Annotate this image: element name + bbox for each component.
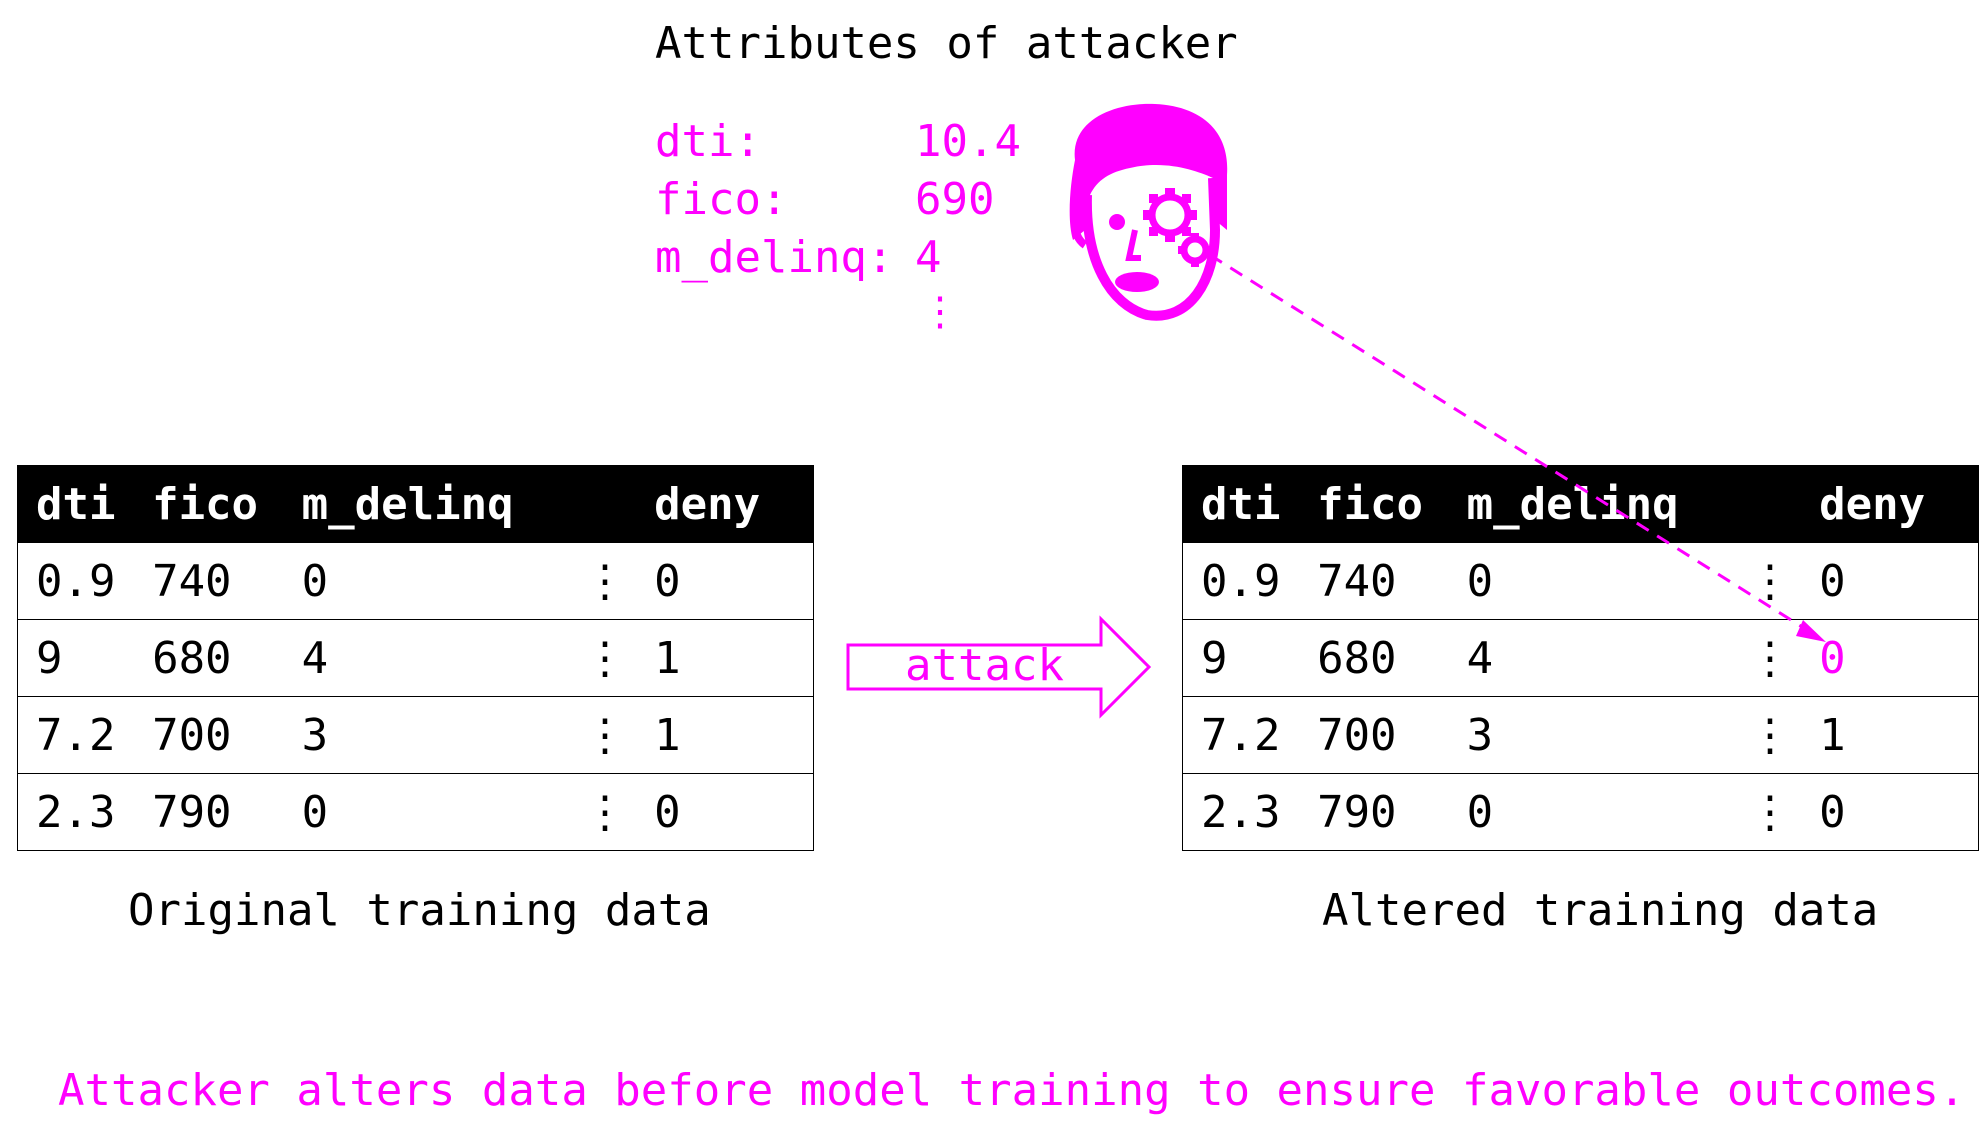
cell: 2.3: [17, 773, 135, 851]
attribute-ellipsis: ⋮: [920, 289, 960, 335]
attribute-key: fico:: [655, 174, 788, 225]
cell: 7.2: [17, 696, 135, 774]
cell: 0: [1448, 542, 1739, 620]
cell: 0.9: [17, 542, 135, 620]
cell: 680: [134, 619, 284, 697]
attribute-key: dti:: [655, 116, 761, 167]
cell: 680: [1299, 619, 1449, 697]
table-row: 9 680 4 ⋮ 0: [1182, 619, 1979, 697]
original-data-table: dti fico m_delinq deny 0.9 740 0 ⋮ 0 9 6…: [17, 465, 814, 851]
attacker-attributes: dti: 10.4 fico: 690 m_delinq: 4: [655, 113, 1021, 287]
altered-cell: 0: [1801, 619, 1979, 697]
cell: 3: [283, 696, 574, 774]
summary-text: Attacker alters data before model traini…: [58, 1065, 1966, 1116]
attribute-value: 690: [915, 174, 995, 225]
attribute-row: dti: 10.4: [655, 113, 1021, 171]
cell: 0: [283, 542, 574, 620]
table-row: 2.3 790 0 ⋮ 0: [1182, 773, 1979, 851]
column-header-deny: deny: [1801, 465, 1979, 543]
cell-ellipsis: ⋮: [1738, 696, 1802, 774]
cell-ellipsis: ⋮: [1738, 773, 1802, 851]
cell: 790: [134, 773, 284, 851]
cell: 700: [1299, 696, 1449, 774]
column-header-spacer: [573, 465, 637, 543]
cell: 0: [1448, 773, 1739, 851]
cell: 790: [1299, 773, 1449, 851]
altered-data-table: dti fico m_delinq deny 0.9 740 0 ⋮ 0 9 6…: [1182, 465, 1979, 851]
original-caption: Original training data: [128, 885, 711, 936]
cell: 4: [283, 619, 574, 697]
cell: 3: [1448, 696, 1739, 774]
table-row: 9 680 4 ⋮ 1: [17, 619, 814, 697]
column-header-fico: fico: [134, 465, 284, 543]
cell: 0: [1801, 542, 1979, 620]
cell: 0: [636, 542, 814, 620]
cell: 1: [1801, 696, 1979, 774]
attribute-row: fico: 690: [655, 171, 1021, 229]
attack-label: attack: [905, 640, 1064, 691]
attacker-face-icon: [1069, 103, 1228, 321]
column-header-dti: dti: [17, 465, 135, 543]
cell-ellipsis: ⋮: [1738, 542, 1802, 620]
cell: 2.3: [1182, 773, 1300, 851]
table-row: 0.9 740 0 ⋮ 0: [1182, 542, 1979, 620]
cell: 0.9: [1182, 542, 1300, 620]
cell: 4: [1448, 619, 1739, 697]
cell: 740: [134, 542, 284, 620]
cell: 1: [636, 619, 814, 697]
diagram-title: Attributes of attacker: [655, 18, 1238, 69]
column-header-spacer: [1738, 465, 1802, 543]
attribute-value: 4: [915, 232, 942, 283]
cell: 700: [134, 696, 284, 774]
cell: 1: [636, 696, 814, 774]
cell: 7.2: [1182, 696, 1300, 774]
cell: 0: [1801, 773, 1979, 851]
table-header-row: dti fico m_delinq deny: [1182, 465, 1979, 543]
altered-caption: Altered training data: [1322, 885, 1879, 936]
attribute-value: 10.4: [915, 116, 1021, 167]
attribute-row: m_delinq: 4: [655, 229, 1021, 287]
cell: 9: [17, 619, 135, 697]
cell-ellipsis: ⋮: [573, 619, 637, 697]
column-header-deny: deny: [636, 465, 814, 543]
table-row: 7.2 700 3 ⋮ 1: [1182, 696, 1979, 774]
cell-ellipsis: ⋮: [573, 542, 637, 620]
table-row: 0.9 740 0 ⋮ 0: [17, 542, 814, 620]
column-header-fico: fico: [1299, 465, 1449, 543]
cell-ellipsis: ⋮: [573, 696, 637, 774]
attack-arrow: [846, 615, 1152, 719]
cell: 9: [1182, 619, 1300, 697]
cell: 740: [1299, 542, 1449, 620]
table-header-row: dti fico m_delinq deny: [17, 465, 814, 543]
table-row: 7.2 700 3 ⋮ 1: [17, 696, 814, 774]
cell: 0: [636, 773, 814, 851]
column-header-m-delinq: m_delinq: [1448, 465, 1739, 543]
cell-ellipsis: ⋮: [573, 773, 637, 851]
cell: 0: [283, 773, 574, 851]
column-header-m-delinq: m_delinq: [283, 465, 574, 543]
cell-ellipsis: ⋮: [1738, 619, 1802, 697]
attribute-key: m_delinq:: [655, 232, 894, 283]
table-row: 2.3 790 0 ⋮ 0: [17, 773, 814, 851]
column-header-dti: dti: [1182, 465, 1300, 543]
